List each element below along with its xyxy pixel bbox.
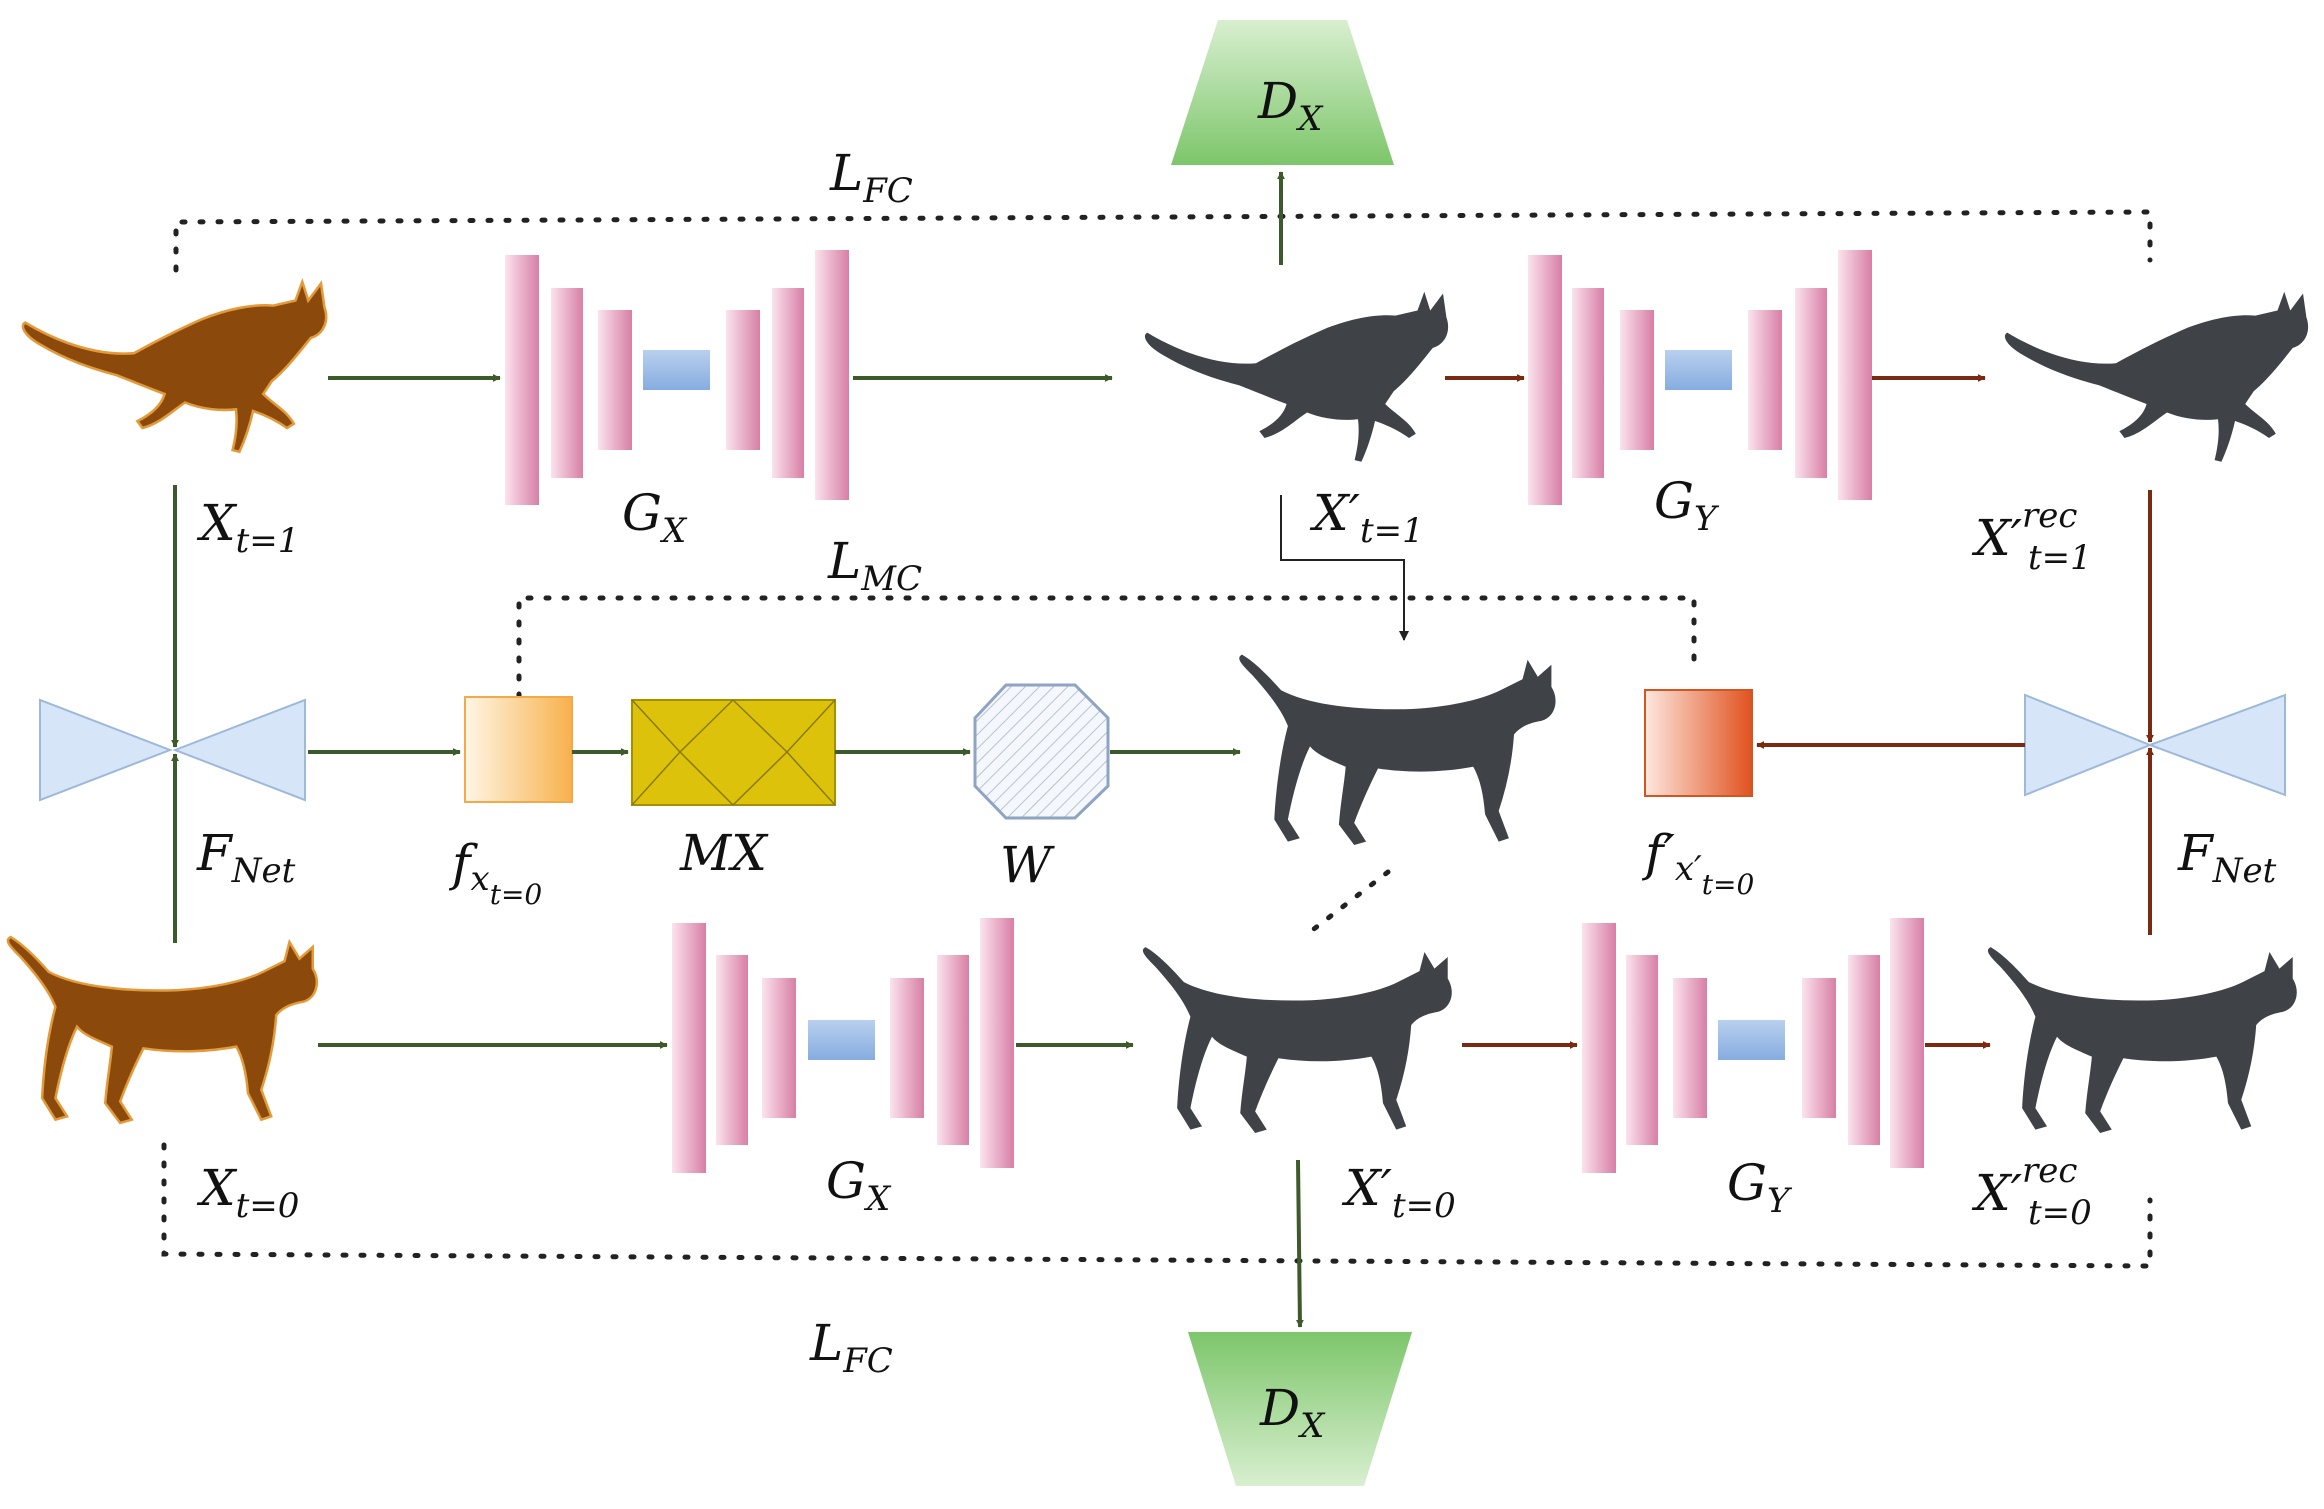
label-gx-top: GX [622, 484, 688, 551]
flow-net-left-icon [39, 698, 306, 802]
label-f-x-t0: fxt=0 [448, 834, 542, 911]
loss-mc-line [516, 595, 1697, 700]
label-gx-bottom: GX [826, 1152, 892, 1219]
cat-silhouette-gray-icon [1239, 654, 1556, 845]
loss-mc-label: LMC [827, 532, 922, 599]
cat-silhouette-gray-icon [2004, 291, 2309, 462]
label-fnet-right: FNet [2177, 824, 2277, 891]
xprime-to-warp-connector [1280, 495, 1409, 641]
label-xprime-t0: X′t=0 [1341, 1159, 1456, 1226]
cat-silhouette-gray-icon [1987, 947, 2297, 1133]
svg-text:DX: DX [1259, 1379, 1326, 1446]
generator-gx-top [505, 250, 849, 505]
generator-gy-bottom [1582, 918, 1924, 1173]
label-fprime-x-t0: f′x′t=0 [1641, 824, 1754, 901]
label-gy-top: GY [1654, 472, 1720, 539]
label-x-t0: Xt=0 [196, 1159, 299, 1226]
cat-silhouette-gray-icon [1142, 947, 1452, 1133]
label-w: W [1000, 836, 1055, 894]
label-x-t1: Xt=1 [196, 494, 299, 561]
cat-silhouette-orange-icon [21, 280, 328, 454]
label-fnet-left: FNet [196, 824, 296, 891]
label-xprime-t1: X′t=1 [1309, 484, 1424, 551]
discriminator-top: DX [1171, 20, 1394, 165]
forward-arrows [171, 171, 1304, 1328]
feature-fprime-block [1644, 689, 1753, 797]
mx-block [631, 699, 836, 806]
svg-text:DX: DX [1257, 72, 1324, 139]
backward-arrows [1445, 374, 2154, 1049]
loss-fc-bottom-label: LFC [809, 1314, 893, 1381]
discriminator-bottom: DX [1188, 1332, 1412, 1486]
loss-fc-bottom-line [161, 1142, 2153, 1269]
generator-gx-bottom [672, 918, 1014, 1173]
loss-fc-top-label: LFC [829, 144, 913, 211]
warp-octagon-icon [973, 683, 1110, 820]
warped-to-xprime-dots [1307, 869, 1391, 935]
label-mx: MX [679, 824, 769, 882]
feature-fx-block [464, 696, 573, 803]
flow-net-right-icon [2024, 693, 2286, 797]
cat-silhouette-orange-icon [6, 935, 319, 1125]
generator-gy-top [1528, 250, 1872, 505]
cat-silhouette-gray-icon [1144, 291, 1449, 462]
label-gy-bottom: GY [1727, 1154, 1793, 1221]
